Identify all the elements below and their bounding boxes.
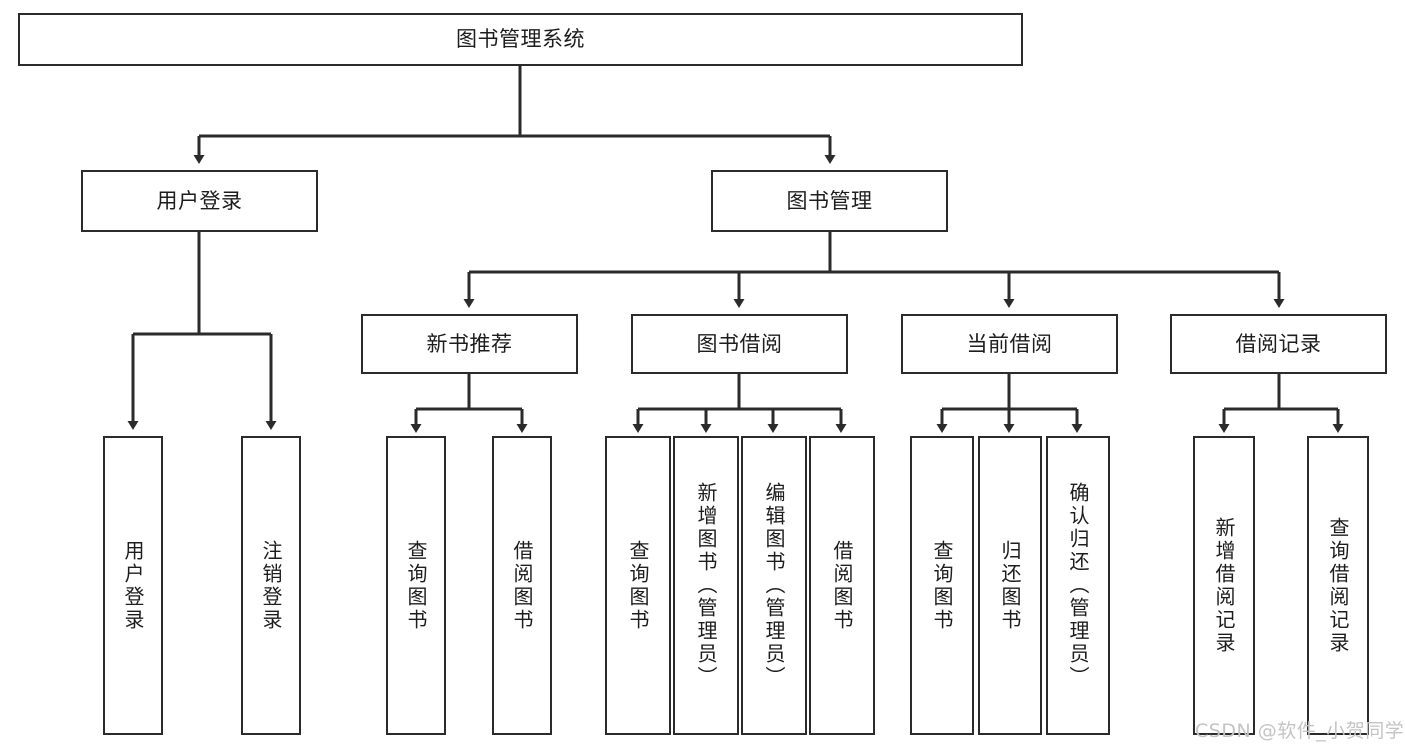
node-borrow-record[interactable]: 借阅记录 bbox=[1170, 314, 1387, 374]
node-label: 图书管理系统 bbox=[456, 27, 585, 52]
leaf-confirm-return-admin[interactable]: 确认归还（管理员） bbox=[1046, 436, 1110, 735]
leaf-borrow-book-borrow[interactable]: 借阅图书 bbox=[809, 436, 875, 735]
node-book-management[interactable]: 图书管理 bbox=[711, 170, 948, 232]
node-current-borrowing[interactable]: 当前借阅 bbox=[901, 314, 1118, 374]
leaf-edit-book-admin[interactable]: 编辑图书（管理员） bbox=[741, 436, 807, 735]
edges-group bbox=[127, 66, 1344, 433]
node-label: 新增借阅记录 bbox=[1212, 516, 1236, 655]
node-label: 查询图书 bbox=[404, 539, 428, 632]
node-label: 借阅图书 bbox=[830, 539, 854, 632]
node-label: 新增图书（管理员） bbox=[694, 482, 718, 689]
node-label: 用户登录 bbox=[121, 539, 145, 632]
node-label: 查询借阅记录 bbox=[1326, 516, 1350, 655]
node-label: 用户登录 bbox=[156, 188, 243, 213]
leaf-user-logout[interactable]: 注销登录 bbox=[241, 436, 301, 735]
leaf-add-borrow-record[interactable]: 新增借阅记录 bbox=[1193, 436, 1255, 735]
leaf-borrow-book-new-book[interactable]: 借阅图书 bbox=[492, 436, 552, 735]
leaf-add-book-admin[interactable]: 新增图书（管理员） bbox=[673, 436, 739, 735]
node-label: 新书推荐 bbox=[426, 331, 513, 356]
node-label: 查询图书 bbox=[626, 539, 650, 632]
node-label: 借阅记录 bbox=[1235, 331, 1322, 356]
leaf-user-login[interactable]: 用户登录 bbox=[103, 436, 163, 735]
node-user-login[interactable]: 用户登录 bbox=[81, 170, 318, 232]
node-label: 当前借阅 bbox=[966, 331, 1053, 356]
node-label: 借阅图书 bbox=[510, 539, 534, 632]
node-label: 查询图书 bbox=[930, 539, 954, 632]
node-root-book-management-system[interactable]: 图书管理系统 bbox=[18, 13, 1023, 66]
node-label: 编辑图书（管理员） bbox=[762, 482, 786, 689]
leaf-query-borrow-record[interactable]: 查询借阅记录 bbox=[1307, 436, 1369, 735]
node-label: 注销登录 bbox=[259, 539, 283, 632]
leaf-query-book-current[interactable]: 查询图书 bbox=[910, 436, 974, 735]
node-label: 归还图书 bbox=[998, 539, 1022, 632]
leaf-return-book[interactable]: 归还图书 bbox=[978, 436, 1042, 735]
leaf-query-book-new-book[interactable]: 查询图书 bbox=[386, 436, 446, 735]
node-label: 图书借阅 bbox=[696, 331, 783, 356]
node-label: 确认归还（管理员） bbox=[1066, 482, 1090, 689]
leaf-query-book-borrow[interactable]: 查询图书 bbox=[605, 436, 671, 735]
node-new-book-recommendation[interactable]: 新书推荐 bbox=[361, 314, 578, 374]
node-book-borrowing[interactable]: 图书借阅 bbox=[631, 314, 848, 374]
node-label: 图书管理 bbox=[786, 188, 873, 213]
